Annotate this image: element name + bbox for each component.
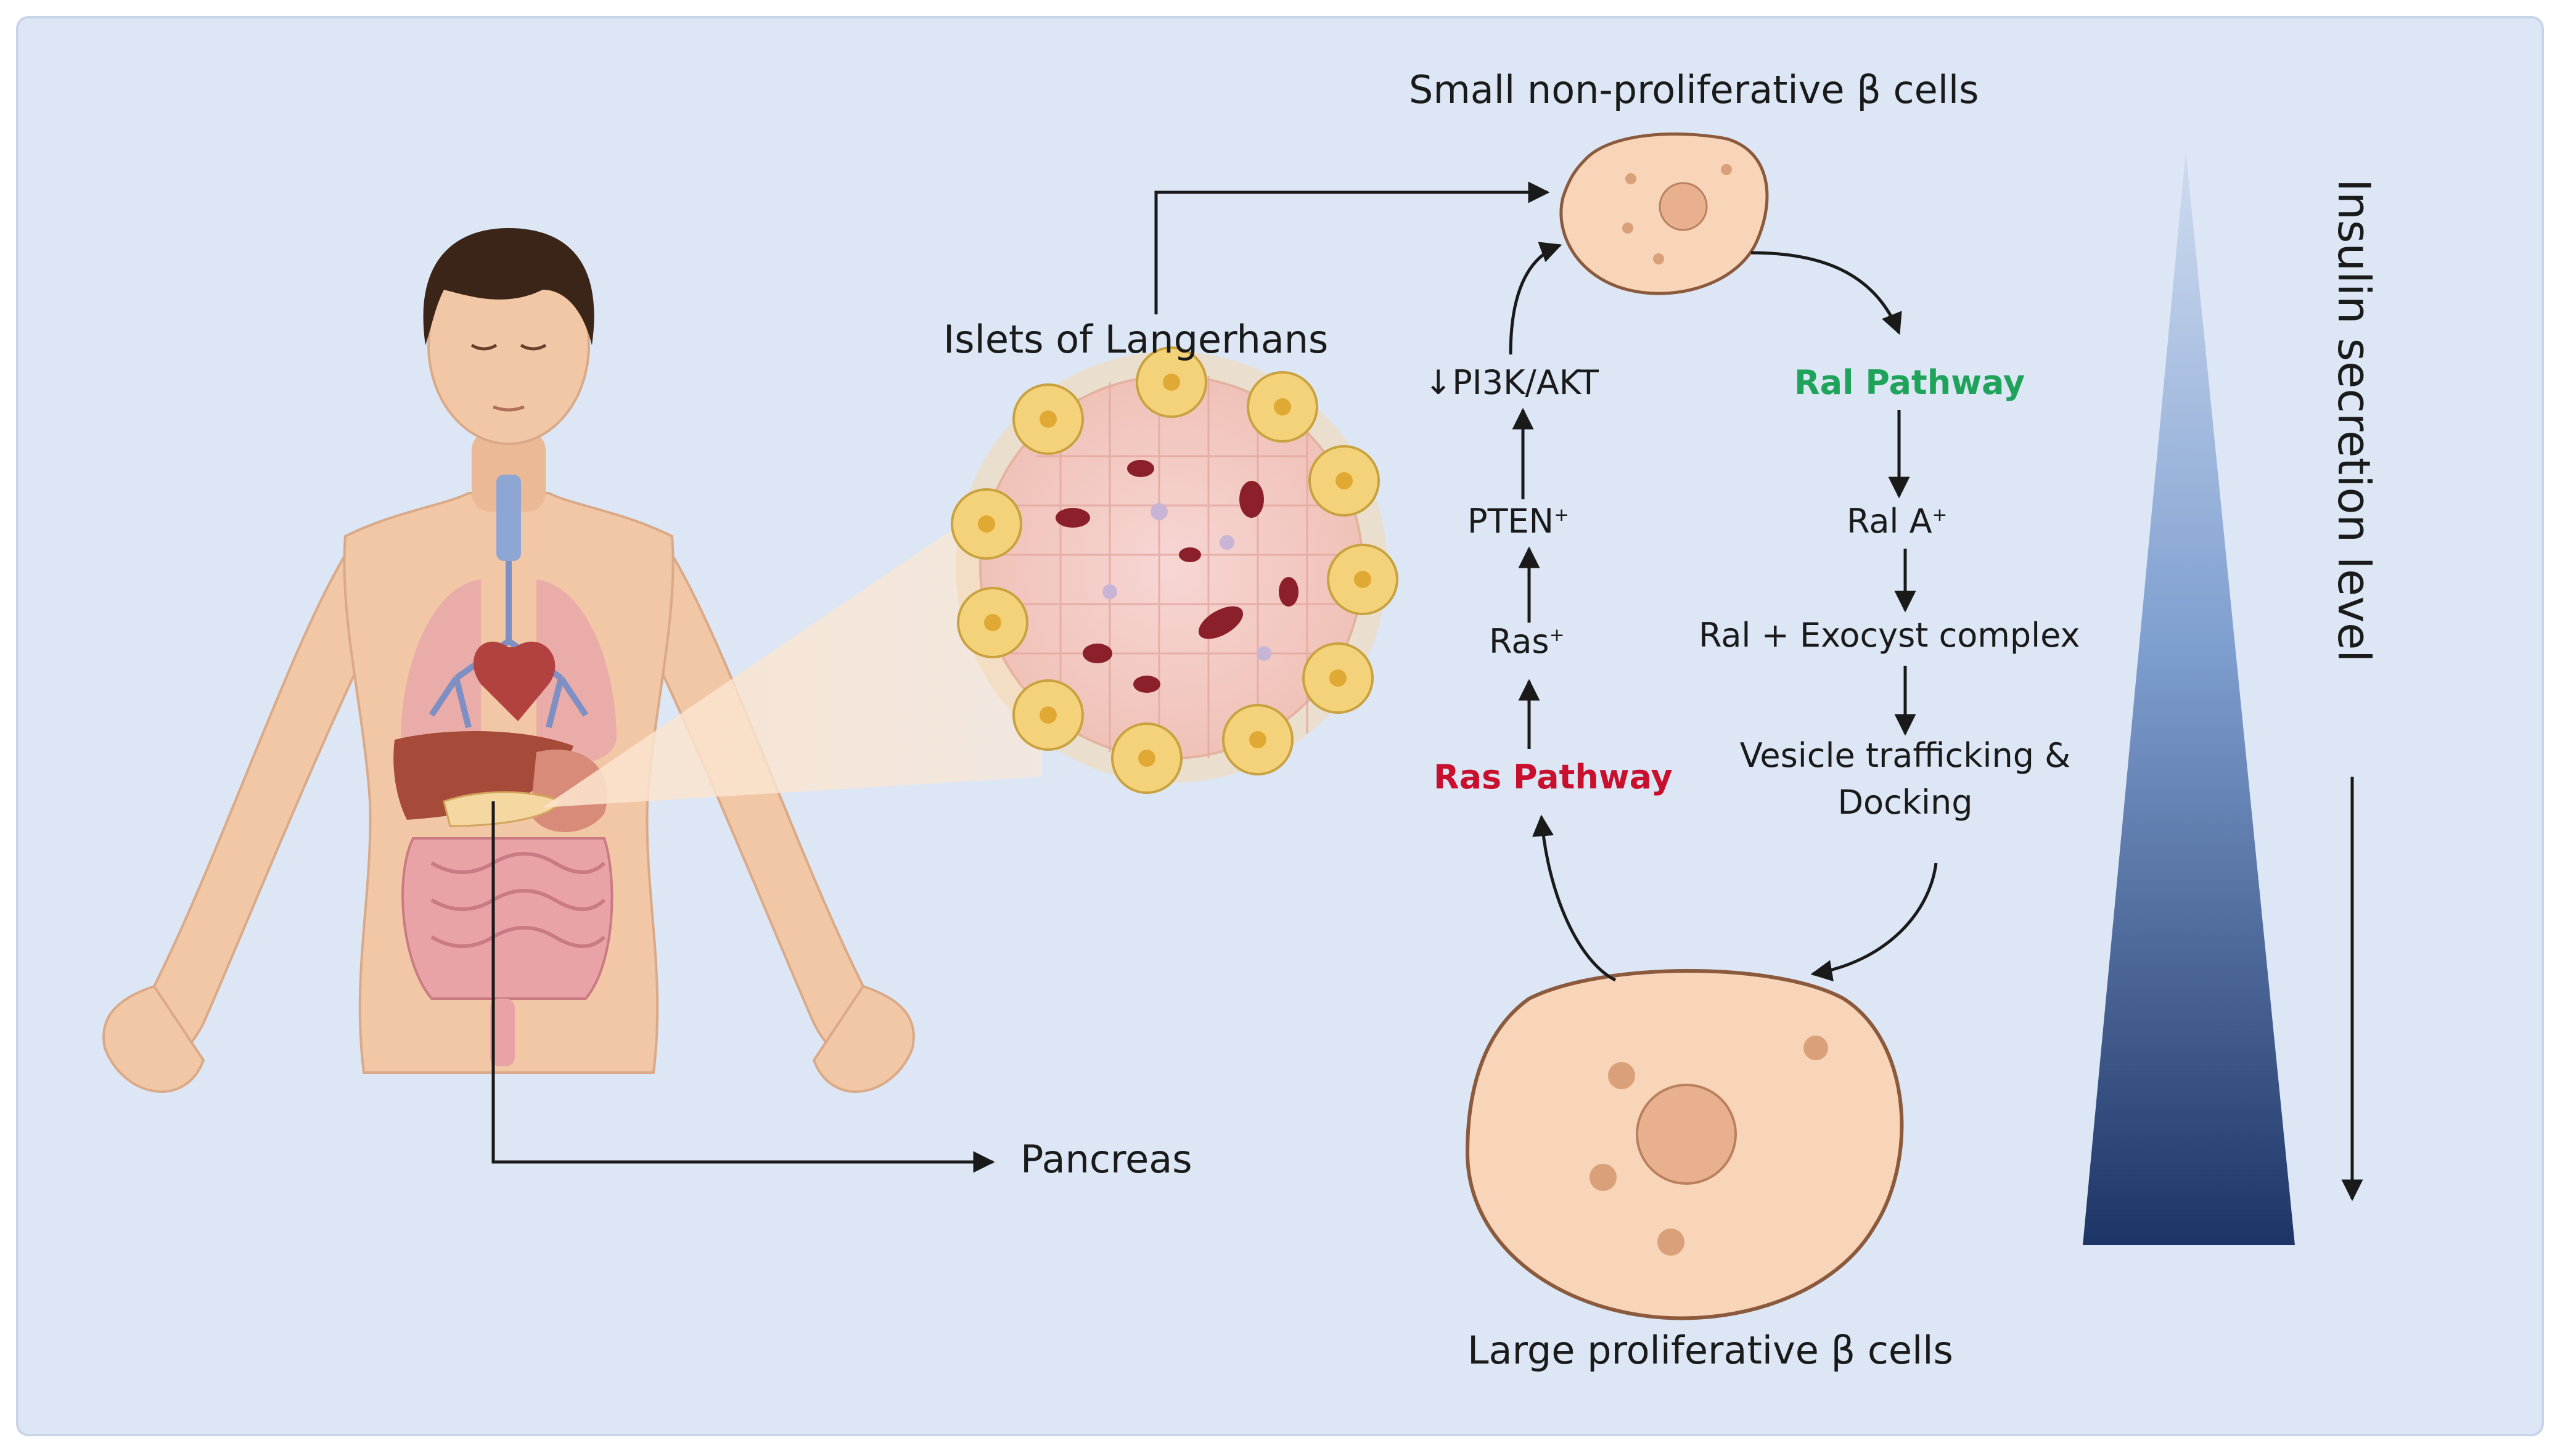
ral-a-text: Ral A <box>1847 502 1932 541</box>
pi3k-label: ↓PI3K/AKT <box>1424 363 1599 402</box>
ras-sup: + <box>1549 624 1565 646</box>
vesicle-line-2: Docking <box>1837 783 1973 822</box>
pten-text: PTEN <box>1467 502 1554 541</box>
beta-cell-icon <box>1559 132 1769 295</box>
ral-a-sup: + <box>1932 504 1948 526</box>
pathway-arrows <box>1509 242 1938 982</box>
large-cells-label: Large proliferative β cells <box>1467 1328 1953 1373</box>
ras-plus-label: Ras+ <box>1489 622 1565 661</box>
ral-a-label: Ral A+ <box>1847 502 1947 541</box>
zoom-beam <box>543 468 1042 808</box>
insulin-gradient-triangle <box>2083 151 2295 1245</box>
pancreas-arrow <box>491 801 995 1173</box>
pancreas-label: Pancreas <box>1020 1137 1192 1182</box>
pten-sup: + <box>1554 504 1569 526</box>
ras-text: Ras <box>1489 622 1549 661</box>
insulin-secretion-label: Insulin secretion level <box>2328 179 2380 663</box>
ral-exocyst-label: Ral + Exocyst complex <box>1699 616 2080 655</box>
large-beta-cell-icon <box>1465 969 1904 1320</box>
pten-label: PTEN+ <box>1467 502 1569 541</box>
islet-cluster-icon <box>951 346 1398 794</box>
ras-pathway-label: Ras Pathway <box>1434 758 1673 796</box>
islets-label: Islets of Langerhans <box>943 317 1329 362</box>
small-cells-label: Small non-proliferative β cells <box>1409 67 1979 112</box>
islet-to-cell-arrow <box>1154 181 1550 314</box>
ral-pathway-label: Ral Pathway <box>1794 363 2025 402</box>
human-body-icon <box>102 228 915 1093</box>
vesicle-line-1: Vesicle trafficking & <box>1739 736 2071 775</box>
vesicle-label: Vesicle trafficking & Docking <box>1720 736 2090 822</box>
